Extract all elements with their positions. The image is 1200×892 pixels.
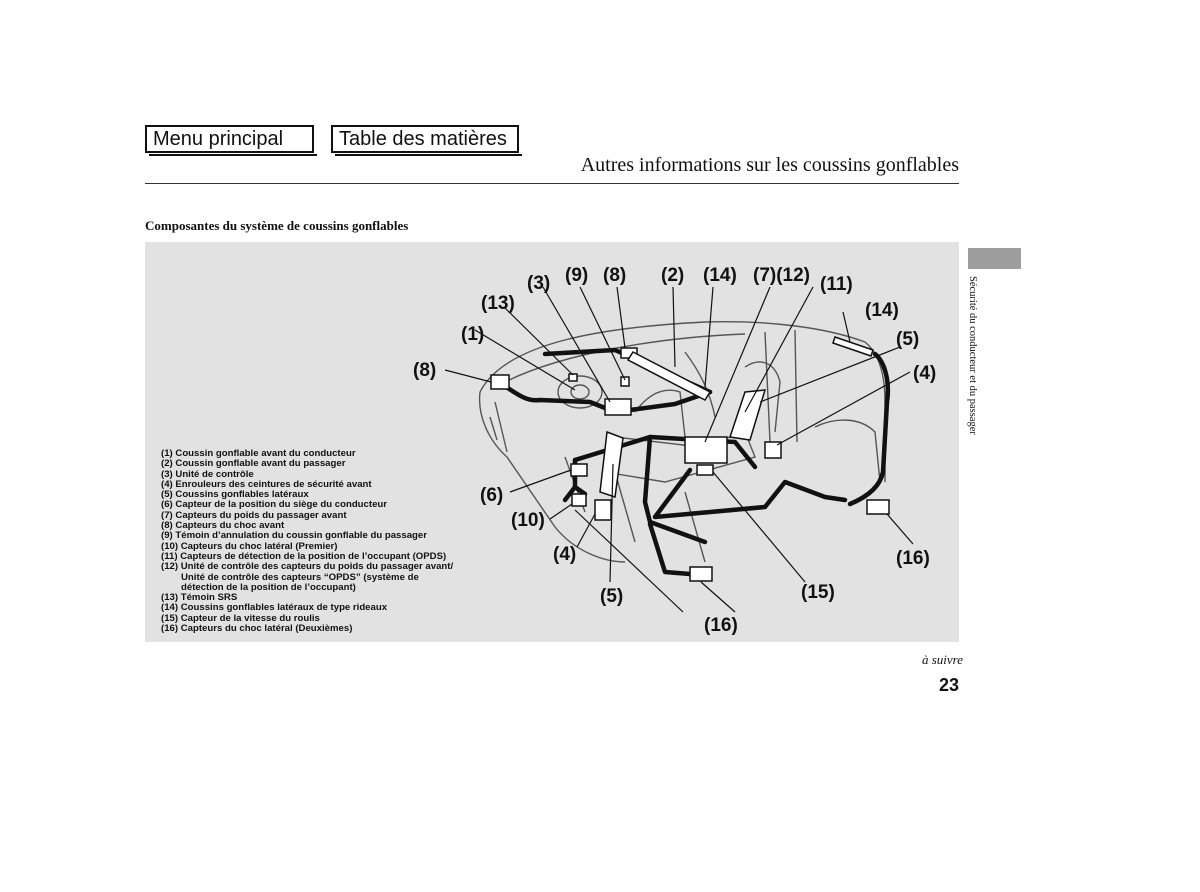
callout-14-front: (14) (703, 265, 737, 286)
page-number: 23 (939, 675, 959, 696)
side-crash-sensor-second-right-icon (867, 500, 889, 514)
side-crash-sensor-first-icon (572, 494, 586, 506)
callout-8-right: (8) (603, 265, 626, 286)
front-crash-sensor-left-icon (491, 375, 509, 389)
srs-indicator-icon (569, 374, 577, 381)
callout-10: (10) (511, 510, 545, 531)
airbag-components (491, 337, 889, 581)
continued-note: à suivre (922, 652, 963, 668)
seat-position-sensor-icon (571, 464, 587, 476)
callout-5-driver: (5) (600, 586, 623, 607)
airbag-diagram-panel: (1) (2) (3) (4) (4) (5) (5) (6) (7)(12) … (145, 242, 959, 642)
callout-8-left: (8) (413, 360, 436, 381)
roll-rate-sensor-icon (697, 465, 713, 475)
section-tab-marker (968, 248, 1021, 269)
callout-9: (9) (565, 265, 588, 286)
callout-14-side: (14) (865, 300, 899, 321)
side-curtain-airbag-icon (833, 337, 873, 356)
callout-2: (2) (661, 265, 684, 286)
callout-13: (13) (481, 293, 515, 314)
callout-4-passenger: (4) (913, 363, 936, 384)
callout-3: (3) (527, 273, 550, 294)
section-side-label: Sécurité du conducteur et du passager (967, 276, 978, 435)
callout-16-right: (16) (896, 548, 930, 569)
callout-15: (15) (801, 582, 835, 603)
component-legend: (1) Coussin gonflable avant du conducteu… (161, 449, 453, 634)
seatbelt-tensioner-driver-icon (595, 500, 611, 520)
passenger-airbag-off-indicator-icon (621, 377, 629, 386)
side-crash-sensor-second-left-icon (690, 567, 712, 581)
callout-11: (11) (820, 274, 853, 295)
legend-item: (16) Capteurs du choc latéral (Deuxièmes… (161, 624, 453, 634)
page-title: Autres informations sur les coussins gon… (581, 154, 959, 177)
leader-lines (445, 287, 913, 612)
control-unit-icon (605, 399, 631, 415)
main-menu-button[interactable]: Menu principal (145, 125, 314, 153)
table-of-contents-button[interactable]: Table des matières (331, 125, 519, 153)
callout-labels: (1) (2) (3) (4) (4) (5) (5) (6) (7)(12) … (413, 265, 936, 636)
section-heading: Composantes du système de coussins gonfl… (145, 218, 408, 234)
passenger-front-airbag-icon (628, 352, 710, 400)
callout-7-12: (7)(12) (753, 265, 810, 286)
callout-1: (1) (461, 324, 484, 345)
callout-16-bottom: (16) (704, 615, 738, 636)
callout-5-passenger: (5) (896, 329, 919, 350)
passenger-side-airbag-icon (730, 390, 765, 440)
callout-4-driver: (4) (553, 544, 576, 565)
callout-6: (6) (480, 485, 503, 506)
title-divider (145, 183, 959, 184)
